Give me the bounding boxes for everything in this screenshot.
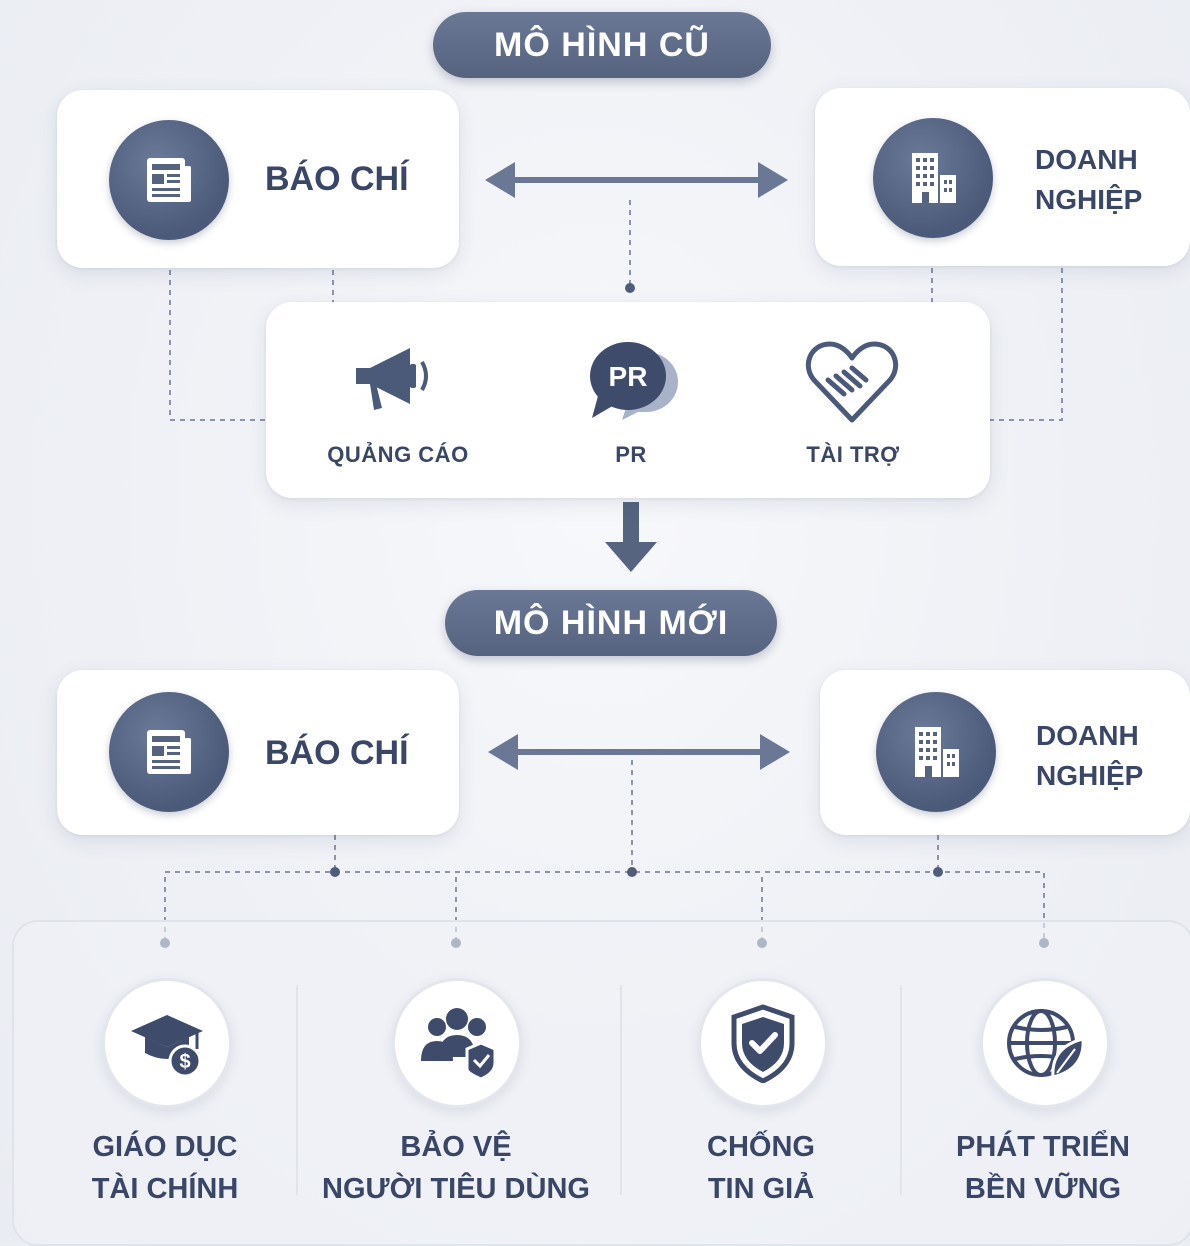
pillar-line2: TIN GIẢ <box>707 1173 815 1205</box>
pillar-line2: BỀN VỮNG <box>964 1173 1122 1205</box>
newspaper-icon <box>109 120 229 240</box>
pillar-label-anti-fake-news: CHỐNG TIN GIẢ <box>611 1126 911 1210</box>
business-label: DOANH NGHIỆP <box>1035 140 1142 220</box>
pillar-label-finance-education: GIÁO DỤC TÀI CHÍNH <box>15 1126 315 1210</box>
pr-icon-text: PR <box>609 361 648 392</box>
business-label: DOANH NGHIỆP <box>1036 716 1143 796</box>
divider <box>296 985 298 1195</box>
divider <box>620 985 622 1195</box>
business-card-old: DOANH NGHIỆP <box>815 88 1190 266</box>
business-label-line1: DOANH <box>1036 720 1139 751</box>
globe-leaf-icon <box>980 978 1110 1108</box>
pillar-line2: TÀI CHÍNH <box>91 1173 239 1205</box>
channel-label-ads: QUẢNG CÁO <box>327 442 469 467</box>
pillar-line1: GIÁO DỤC <box>92 1131 238 1163</box>
people-shield-icon <box>392 978 522 1108</box>
newspaper-icon <box>109 692 229 812</box>
pillar-line2: NGƯỜI TIÊU DÙNG <box>322 1173 590 1205</box>
down-arrow <box>605 502 657 572</box>
svg-text:$: $ <box>179 1051 190 1073</box>
pillar-label-consumer-protection: BẢO VỆ NGƯỜI TIÊU DÙNG <box>306 1126 606 1210</box>
pillar-label-sustainable-development: PHÁT TRIỂN BỀN VỮNG <box>893 1126 1190 1210</box>
press-label: BÁO CHÍ <box>265 160 409 198</box>
business-label-line1: DOANH <box>1035 144 1138 175</box>
old-model-title: MÔ HÌNH CŨ <box>433 12 771 78</box>
pillar-line1: CHỐNG <box>707 1131 815 1163</box>
business-label-line2: NGHIỆP <box>1035 184 1143 215</box>
press-card-old: BÁO CHÍ <box>57 90 459 268</box>
channel-label-sponsor: TÀI TRỢ <box>806 442 900 467</box>
press-label: BÁO CHÍ <box>265 734 409 772</box>
megaphone-icon <box>348 338 438 427</box>
channel-label-pr: PR <box>615 442 647 467</box>
building-icon <box>873 118 993 238</box>
divider <box>900 985 902 1195</box>
business-card-new: DOANH NGHIỆP <box>820 670 1190 835</box>
shield-check-icon <box>698 978 828 1108</box>
business-label-line2: NGHIỆP <box>1036 760 1144 791</box>
channels-card: QUẢNG CÁO PR PR TÀI TRỢ <box>266 302 990 498</box>
building-icon <box>876 692 996 812</box>
graduation-cap-dollar-icon: $ <box>102 978 232 1108</box>
handshake-heart-icon <box>804 336 900 431</box>
double-arrow-old <box>485 162 788 198</box>
press-card-new: BÁO CHÍ <box>57 670 459 835</box>
new-model-title: MÔ HÌNH MỚI <box>445 590 777 656</box>
pr-speech-bubble-icon: PR <box>584 338 680 429</box>
pillar-line1: BẢO VỆ <box>400 1131 512 1163</box>
double-arrow-new <box>488 734 790 770</box>
pillar-line1: PHÁT TRIỂN <box>956 1131 1130 1163</box>
